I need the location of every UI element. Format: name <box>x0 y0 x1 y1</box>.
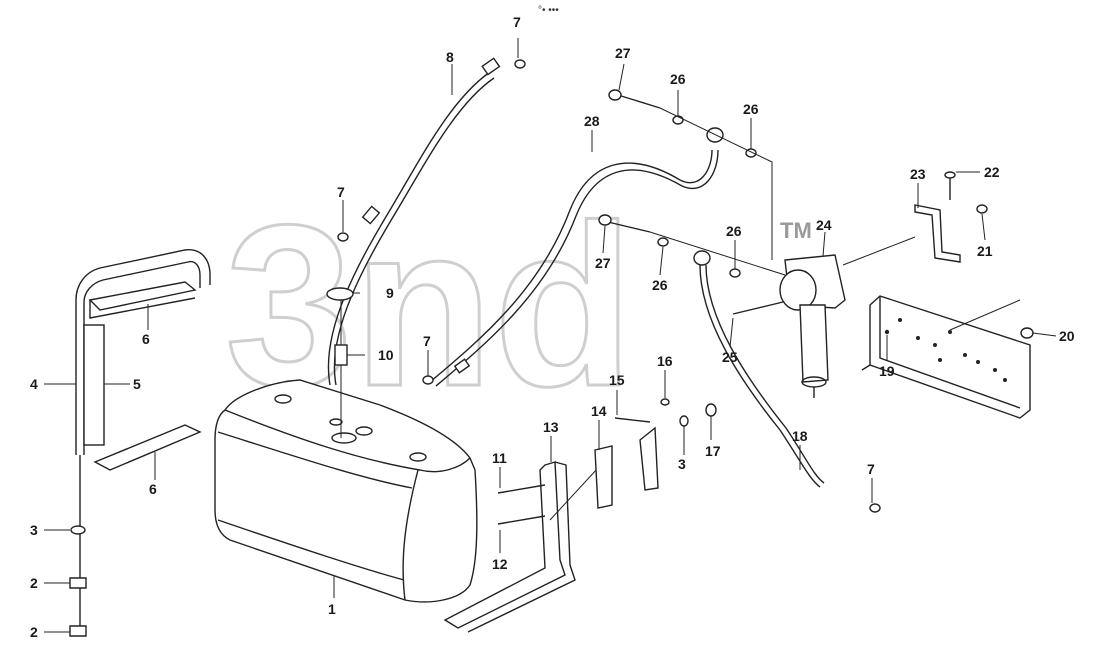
callout-26-a: 26 <box>670 71 686 87</box>
tank-strap <box>75 249 211 630</box>
bolt-25 <box>732 301 784 315</box>
callout-12: 12 <box>492 556 508 572</box>
callout-7-mid: 7 <box>337 184 345 200</box>
washer-3-right <box>679 415 689 427</box>
callout-3-right: 3 <box>678 456 686 472</box>
clamp <box>639 426 659 491</box>
bolt-27-upper <box>617 94 661 109</box>
bolt-11 <box>497 484 546 494</box>
callout-24: 24 <box>816 217 832 233</box>
callout-20: 20 <box>1059 328 1075 344</box>
corner-note: °• ••• <box>538 5 559 16</box>
callout-7-tank: 7 <box>423 333 431 349</box>
callout-18: 18 <box>792 428 808 444</box>
bolt-12 <box>497 515 546 525</box>
bolt-27-lower <box>607 221 651 233</box>
fuel-hose-18 <box>693 250 881 513</box>
washer-3-left <box>70 525 86 535</box>
plate-14 <box>594 445 613 509</box>
washer-26-d <box>729 268 741 278</box>
callout-4: 4 <box>30 376 38 392</box>
callout-28: 28 <box>584 113 600 129</box>
frame-rail <box>861 295 1031 419</box>
callout-7-top: 7 <box>513 14 521 30</box>
tank-bracket-13 <box>443 461 576 633</box>
fuel-filter-24 <box>779 254 846 398</box>
pin-16 <box>660 398 670 406</box>
callout-7-right: 7 <box>867 461 875 477</box>
nut-17 <box>705 403 717 417</box>
callout-19: 19 <box>879 363 895 379</box>
callout-13: 13 <box>543 419 559 435</box>
callout-labels: 1 2 2 3 3 4 5 6 6 7 7 7 7 8 9 10 11 12 1… <box>30 14 1075 640</box>
callout-26-b: 26 <box>743 101 759 117</box>
callout-17: 17 <box>705 443 721 459</box>
callout-16: 16 <box>657 353 673 369</box>
nut-20 <box>1020 327 1034 339</box>
nut-21 <box>976 204 988 214</box>
callout-1: 1 <box>328 601 336 617</box>
washer-26-c <box>657 237 669 247</box>
callout-21: 21 <box>977 243 993 259</box>
strap-pad-lower <box>93 424 202 471</box>
callout-2-upper: 2 <box>30 575 38 591</box>
callout-15: 15 <box>609 372 625 388</box>
callout-27-lower: 27 <box>595 255 611 271</box>
callout-27-upper: 27 <box>615 45 631 61</box>
fitting-10 <box>334 344 348 366</box>
strap-pad-upper <box>88 281 197 319</box>
callout-8: 8 <box>446 49 454 65</box>
nut-2-upper <box>69 577 87 589</box>
callout-26-d: 26 <box>726 223 742 239</box>
leader-lines <box>44 38 1057 633</box>
callout-11: 11 <box>492 450 507 466</box>
callout-6-lower: 6 <box>149 481 157 497</box>
vent-hose-8 <box>327 57 526 386</box>
filler-cap-9 <box>326 287 354 301</box>
fuel-tank <box>214 379 478 603</box>
strap-pad-side <box>83 324 105 446</box>
callout-2-lower: 2 <box>30 624 38 640</box>
callout-23: 23 <box>910 166 926 182</box>
callout-25: 25 <box>722 349 738 365</box>
callout-3-left: 3 <box>30 522 38 538</box>
callout-14: 14 <box>591 403 607 419</box>
callout-5: 5 <box>133 376 141 392</box>
callout-10: 10 <box>378 347 394 363</box>
bracket-23 <box>914 204 961 263</box>
callout-6-upper: 6 <box>142 331 150 347</box>
callout-26-c: 26 <box>652 277 668 293</box>
callout-22: 22 <box>984 164 1000 180</box>
bolt-15 <box>614 417 651 423</box>
watermark-tm: TM <box>780 218 812 243</box>
nut-2-lower <box>69 625 87 637</box>
callout-9: 9 <box>386 285 394 301</box>
